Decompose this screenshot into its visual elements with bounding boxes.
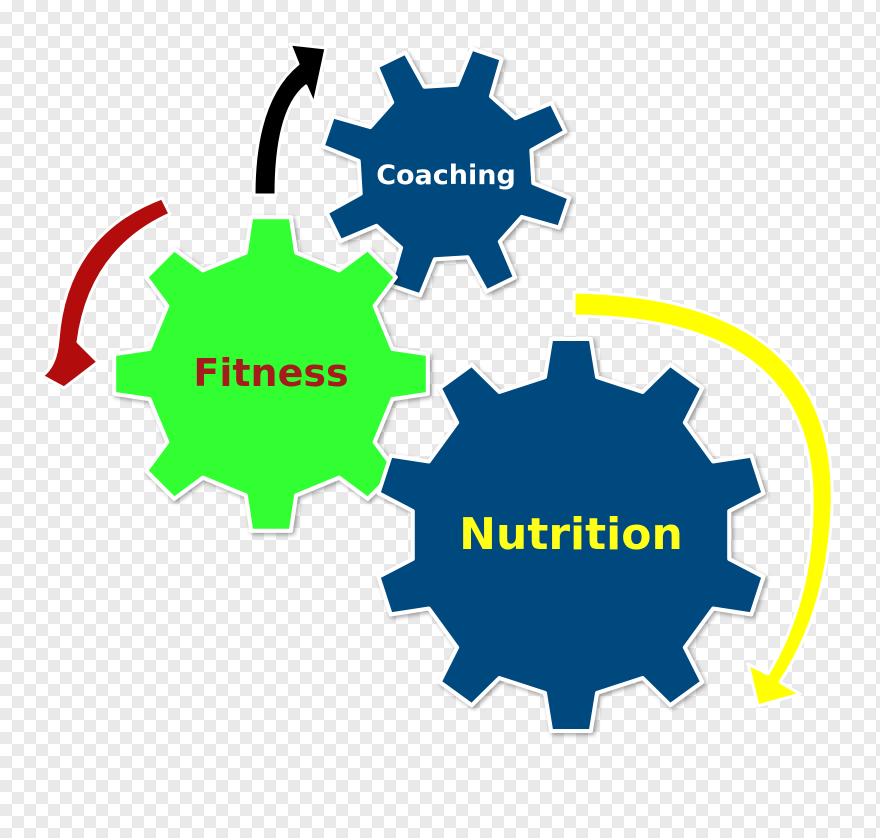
nutrition-gear bbox=[376, 337, 766, 733]
coaching-gear bbox=[320, 46, 572, 298]
nutrition-label: Nutrition bbox=[459, 509, 683, 560]
coaching-label: Coaching bbox=[376, 160, 516, 191]
fitness-gear bbox=[112, 215, 430, 533]
top-arrow bbox=[252, 42, 328, 197]
left-arrow bbox=[40, 196, 172, 390]
fitness-label: Fitness bbox=[193, 351, 348, 395]
right-arrow bbox=[572, 290, 834, 708]
